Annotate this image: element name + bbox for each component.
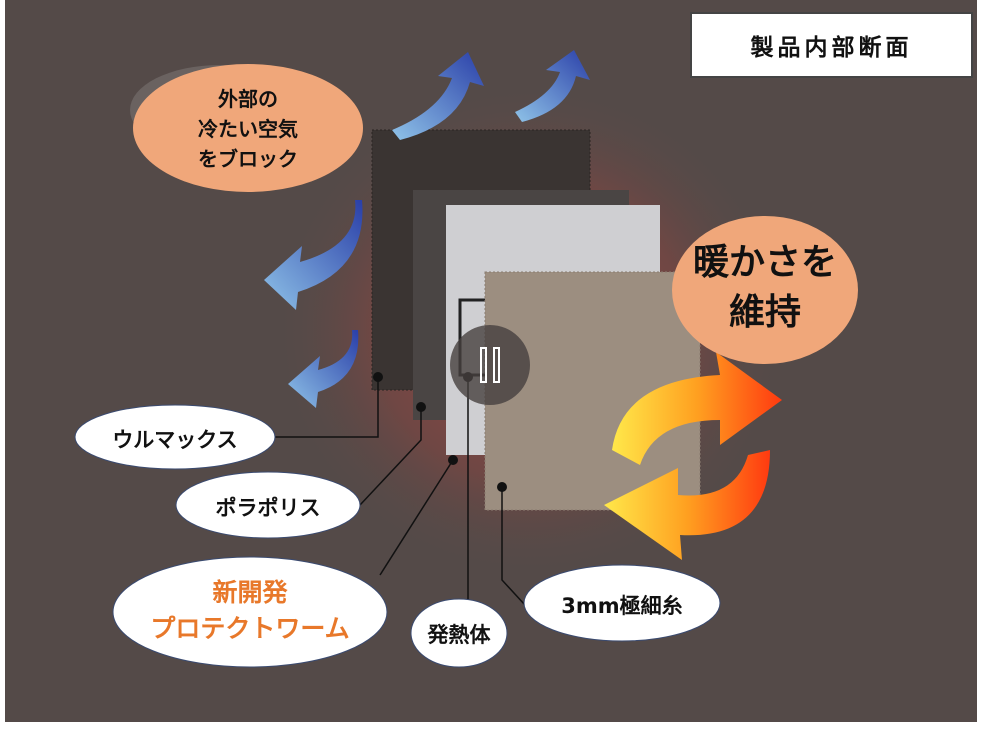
callout-line: をブロック (198, 147, 298, 171)
block-cold-callout-bg (133, 64, 363, 192)
pause-button[interactable] (450, 325, 530, 405)
callout-line: 暖かさを (692, 242, 837, 283)
heater-label-bg (410, 598, 508, 668)
polapolis-label-bg (175, 471, 361, 539)
block-cold-callout: 外部の 冷たい空気 をブロック (148, 84, 348, 174)
heater-label: 発熱体 (427, 623, 491, 647)
protectworm-label-top: 新開発 (212, 578, 288, 607)
protectworm-label-bg (112, 556, 388, 668)
callout-line: 維持 (728, 292, 801, 333)
fine-yarn-label: 3mm極細糸 (561, 594, 683, 618)
cold-air-arrow-up-1 (392, 52, 484, 140)
pause-icon (480, 347, 487, 383)
protectworm-label-bottom: プロテクトワーム (150, 614, 350, 643)
leader-lines (272, 377, 526, 606)
warm-cycle-arrow-bottom (604, 450, 770, 560)
cold-air-arrow-down-2 (288, 330, 359, 408)
ulmax-label: ウルマックス (112, 428, 238, 452)
section-title: 製品内部断面 (690, 12, 973, 78)
keep-warm-callout: 暖かさを 維持 (672, 238, 858, 338)
warm-cycle-arrow-top (612, 352, 782, 465)
polapolis-label: ポラポリス (215, 496, 321, 520)
cold-air-arrow-down-1 (264, 200, 363, 310)
pause-icon (493, 347, 500, 383)
ulmax-label-bg (74, 404, 276, 470)
keep-warm-callout-bg (672, 216, 858, 364)
protectworm-label: 新開発 プロテクトワーム (113, 575, 387, 647)
callout-line: 外部の (218, 87, 278, 111)
callout-line: 冷たい空気 (198, 117, 298, 141)
fine-yarn-label-bg (523, 564, 721, 642)
cold-air-arrow-up-2 (515, 50, 590, 122)
